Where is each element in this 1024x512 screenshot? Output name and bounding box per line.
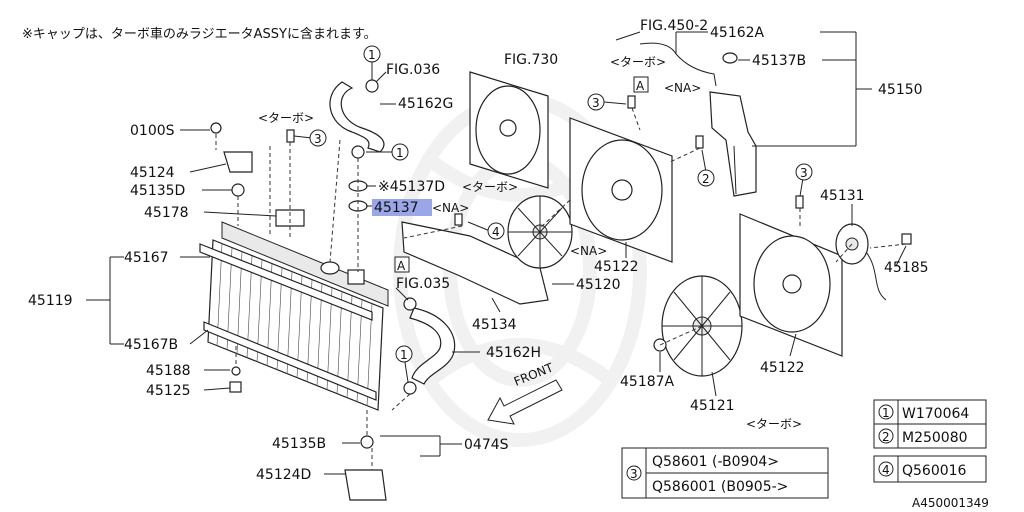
clamp[interactable] (403, 297, 417, 311)
clamp[interactable] (403, 381, 417, 395)
radiator-assembly[interactable] (199, 122, 389, 501)
clamp[interactable] (351, 145, 365, 159)
highlight-45137 (372, 199, 432, 216)
legend-3-row1: Q58601 (-B0904> (652, 454, 779, 470)
upper-hose[interactable] (329, 81, 385, 153)
label-45137D[interactable]: ※45137D (378, 179, 445, 195)
fig-ref-036[interactable]: FIG.036 (386, 62, 440, 78)
callout-markers: 1 1 1 3 3 3 4 2 (309, 45, 813, 363)
tag-turbo: <ターボ> (610, 55, 666, 69)
label-45135B[interactable]: 45135B (272, 436, 326, 452)
label-45150[interactable]: 45150 (878, 82, 923, 98)
header-note: ※キャップは、ターボ車のみラジエータASSYに含まれます。 (22, 26, 377, 42)
label-45187A[interactable]: 45187A (620, 374, 675, 390)
label-45122-turbo[interactable]: 45122 (760, 360, 805, 376)
cooling-fan-na[interactable] (507, 195, 573, 269)
fan-shroud-upper[interactable] (469, 71, 549, 189)
callout-1: 1 (400, 348, 408, 362)
front-direction-arrow (487, 379, 563, 425)
label-0100S[interactable]: 0100S (130, 123, 175, 139)
fan-shroud-na[interactable] (569, 117, 673, 263)
bolt[interactable] (286, 129, 295, 143)
tag-turbo: <ターボ> (746, 417, 802, 431)
reservoir-tank[interactable] (709, 91, 757, 197)
legend-fastener-codes: 1 W170064 2 M250080 4 Q560016 3 Q58601 (… (621, 399, 987, 499)
legend-4-num: 4 (882, 463, 890, 477)
legend-2-num: 2 (882, 430, 890, 444)
legend-1-num: 1 (882, 406, 890, 420)
callout-4: 4 (492, 225, 500, 239)
label-45178[interactable]: 45178 (144, 205, 189, 221)
bolt[interactable] (695, 135, 704, 149)
ref-box-a-letter: A (636, 79, 645, 93)
callout-3: 3 (314, 132, 322, 146)
label-45134[interactable]: 45134 (472, 317, 517, 333)
callout-3: 3 (800, 166, 808, 180)
tag-turbo: <ターボ> (462, 180, 518, 194)
legend-3-row2: Q586001 (B0905-> (652, 479, 788, 495)
callout-1: 1 (396, 146, 404, 160)
guide-lines (215, 107, 907, 470)
label-45135D[interactable]: 45135D (130, 183, 185, 199)
label-45162A[interactable]: 45162A (710, 25, 765, 41)
fan-nut[interactable] (653, 338, 667, 352)
reservoir-cap[interactable] (722, 52, 738, 64)
label-45125[interactable]: 45125 (146, 383, 191, 399)
bolt[interactable] (454, 213, 463, 226)
ref-box-a (633, 76, 649, 93)
fig-ref-4502[interactable]: FIG.450-2 (640, 18, 708, 34)
legend-2-code: M250080 (902, 430, 968, 446)
ref-box-a (394, 256, 410, 273)
label-45167B[interactable]: 45167B (124, 337, 178, 353)
leader-lines (86, 31, 907, 475)
legend-1-code: W170064 (902, 406, 969, 422)
fan-motor[interactable] (835, 223, 887, 301)
label-45137B[interactable]: 45137B (752, 53, 806, 69)
bolt-45185[interactable] (901, 233, 912, 245)
fig-ref-730[interactable]: FIG.730 (504, 52, 558, 68)
label-45124D[interactable]: 45124D (256, 467, 311, 483)
label-45167[interactable]: 45167 (124, 250, 169, 266)
callout-3: 3 (592, 96, 600, 110)
label-45120[interactable]: 45120 (576, 277, 621, 293)
label-45119[interactable]: 45119 (28, 293, 73, 309)
tag-na: <NA> (570, 244, 607, 258)
fan-shroud-turbo[interactable] (739, 213, 843, 357)
legend-4-code: Q560016 (902, 463, 967, 479)
bolt[interactable] (795, 195, 804, 209)
callout-1: 1 (368, 48, 376, 62)
overflow-hose[interactable] (639, 42, 717, 87)
label-45122-na[interactable]: 45122 (594, 259, 639, 275)
tag-na: <NA> (664, 81, 701, 95)
label-45185[interactable]: 45185 (884, 260, 929, 276)
tag-na: <NA> (432, 201, 469, 215)
diagram-id: A450001349 (912, 496, 989, 510)
label-45162G[interactable]: 45162G (398, 96, 453, 112)
tag-turbo: <ターボ> (258, 111, 314, 125)
label-45124[interactable]: 45124 (130, 165, 175, 181)
legend-3-num: 3 (630, 467, 638, 481)
label-0474S[interactable]: 0474S (464, 437, 509, 453)
lower-hose[interactable] (409, 307, 456, 385)
ref-box-a-letter: A (397, 259, 406, 273)
label-45131[interactable]: 45131 (820, 188, 865, 204)
label-45188[interactable]: 45188 (146, 363, 191, 379)
label-45137[interactable]: 45137 (374, 200, 419, 216)
bolt[interactable] (627, 95, 636, 109)
fig-ref-035[interactable]: FIG.035 (396, 276, 450, 292)
label-45162H[interactable]: 45162H (486, 345, 541, 361)
label-45121[interactable]: 45121 (690, 398, 735, 414)
air-duct[interactable] (401, 221, 549, 305)
callout-2: 2 (702, 172, 710, 186)
